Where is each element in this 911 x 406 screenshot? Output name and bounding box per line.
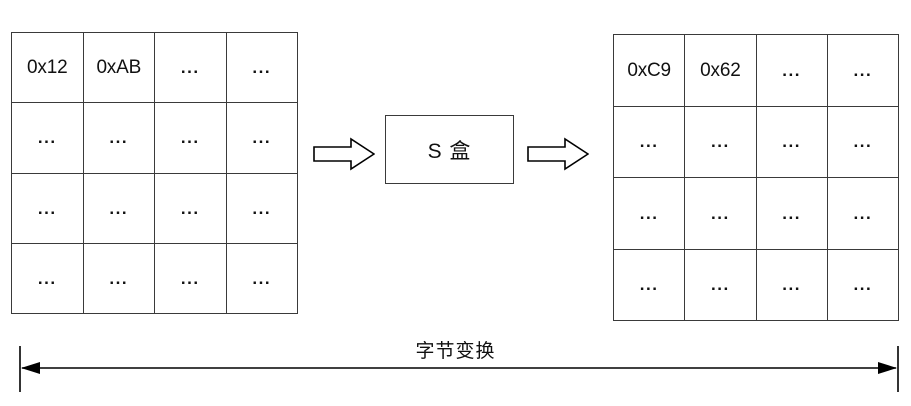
input-cell-r3c0: ... <box>12 243 84 314</box>
output-cell-r3c0: ... <box>614 249 686 321</box>
output-flow-arrow-icon <box>527 137 589 171</box>
input-cell-r3c2: ... <box>155 243 227 314</box>
output-cell-r0c2: ... <box>756 35 828 107</box>
output-cell-r2c0: ... <box>614 178 686 250</box>
input-state-matrix: 0x12 0xAB ... ... ... ... ... ... ... ..… <box>11 32 298 314</box>
output-cell-r0c1: 0x62 <box>685 35 757 107</box>
output-cell-r1c0: ... <box>614 106 686 178</box>
output-cell-r3c1: ... <box>685 249 757 321</box>
input-flow-arrow-icon <box>313 137 375 171</box>
input-cell-r1c1: ... <box>83 103 155 174</box>
input-cell-r1c0: ... <box>12 103 84 174</box>
input-cell-r2c2: ... <box>155 173 227 244</box>
output-cell-r0c0: 0xC9 <box>614 35 686 107</box>
output-cell-r1c2: ... <box>756 106 828 178</box>
output-cell-r2c3: ... <box>827 178 899 250</box>
byte-transform-span-arrow-icon <box>0 336 911 398</box>
input-cell-r2c3: ... <box>226 173 298 244</box>
output-cell-r1c1: ... <box>685 106 757 178</box>
output-cell-r3c3: ... <box>827 249 899 321</box>
input-cell-r0c3: ... <box>226 33 298 104</box>
input-cell-r3c3: ... <box>226 243 298 314</box>
output-cell-r1c3: ... <box>827 106 899 178</box>
input-cell-r0c2: ... <box>155 33 227 104</box>
output-cell-r3c2: ... <box>756 249 828 321</box>
input-cell-r2c1: ... <box>83 173 155 244</box>
input-cell-r0c0: 0x12 <box>12 33 84 104</box>
sbox-label: S 盒 <box>427 139 472 163</box>
input-cell-r0c1: 0xAB <box>83 33 155 104</box>
output-cell-r0c3: ... <box>827 35 899 107</box>
output-state-matrix: 0xC9 0x62 ... ... ... ... ... ... ... ..… <box>613 34 899 321</box>
input-cell-r1c3: ... <box>226 103 298 174</box>
input-cell-r3c1: ... <box>83 243 155 314</box>
input-cell-r1c2: ... <box>155 103 227 174</box>
output-cell-r2c2: ... <box>756 178 828 250</box>
sbox-transform-box: S 盒 <box>385 115 514 184</box>
input-cell-r2c0: ... <box>12 173 84 244</box>
output-cell-r2c1: ... <box>685 178 757 250</box>
